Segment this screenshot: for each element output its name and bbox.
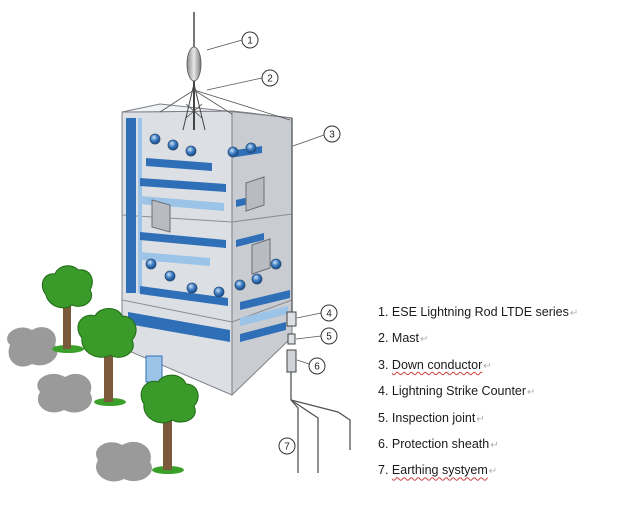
- tree-icon: [41, 265, 199, 474]
- lightning-rod-icon: [159, 12, 291, 131]
- return-mark-icon: ↵: [476, 413, 485, 425]
- down-conductor: [286, 118, 351, 473]
- callout-number-1: 1: [247, 36, 253, 47]
- callout-circle-1: [241, 31, 259, 49]
- legend-number: 3.: [378, 357, 389, 372]
- return-mark-icon: ↵: [569, 308, 579, 319]
- legend-number: 5.: [378, 410, 389, 425]
- legend-text: Protection sheath: [391, 437, 490, 452]
- legend-item-7: 7. Earthing systyem↵: [378, 458, 578, 484]
- legend-item-4: 4. Lightning Strike Counter↵: [378, 379, 578, 405]
- legend-number: 7.: [378, 463, 389, 478]
- legend-item-3: 3. Down conductor↵: [378, 353, 578, 379]
- legend-text: ESE Lightning Rod LTDE series: [391, 305, 569, 319]
- callout-leaders: [206, 39, 325, 365]
- legend-number: 1.: [378, 305, 389, 319]
- callout-number-4: 4: [326, 309, 332, 320]
- legend-item-2: 2. Mast↵: [378, 326, 578, 352]
- return-mark-icon: ↵: [488, 466, 498, 478]
- return-mark-icon: ↵: [527, 387, 536, 399]
- callout-circle-5: [320, 327, 338, 345]
- callout-markers: 1 2 3 4 5 6 7: [241, 31, 341, 455]
- legend-item-5: 5. Inspection joint↵: [378, 406, 578, 432]
- ground-shadows: [7, 327, 152, 482]
- return-mark-icon: ↵: [420, 334, 429, 346]
- legend-text: Down conductor: [391, 357, 483, 372]
- callout-number-7: 7: [284, 442, 290, 453]
- legend-text: Inspection joint: [391, 410, 476, 425]
- legend-number: 4.: [378, 384, 389, 399]
- legend-number: 6.: [378, 437, 389, 452]
- callout-circle-6: [308, 357, 326, 375]
- legend-number: 2.: [378, 331, 389, 346]
- callout-number-5: 5: [326, 332, 332, 343]
- component-legend: 1. ESE Lightning Rod LTDE series↵ 2. Mas…: [378, 300, 578, 485]
- callout-circle-4: [320, 304, 338, 322]
- legend-text: Lightning Strike Counter: [391, 384, 527, 399]
- return-mark-icon: ↵: [490, 440, 499, 452]
- callout-circle-3: [323, 125, 341, 143]
- legend-text: Mast: [391, 331, 420, 346]
- callout-circle-2: [261, 69, 279, 87]
- legend-item-1: 1. ESE Lightning Rod LTDE series↵: [378, 300, 578, 326]
- return-mark-icon: ↵: [483, 360, 492, 372]
- legend-item-6: 6. Protection sheath↵: [378, 432, 578, 458]
- callout-number-3: 3: [329, 130, 335, 141]
- building-icon: [121, 103, 293, 397]
- legend-text: Earthing systyem: [391, 463, 488, 478]
- callout-circle-7: [278, 437, 296, 455]
- callout-number-6: 6: [314, 362, 320, 373]
- callout-number-2: 2: [267, 74, 273, 85]
